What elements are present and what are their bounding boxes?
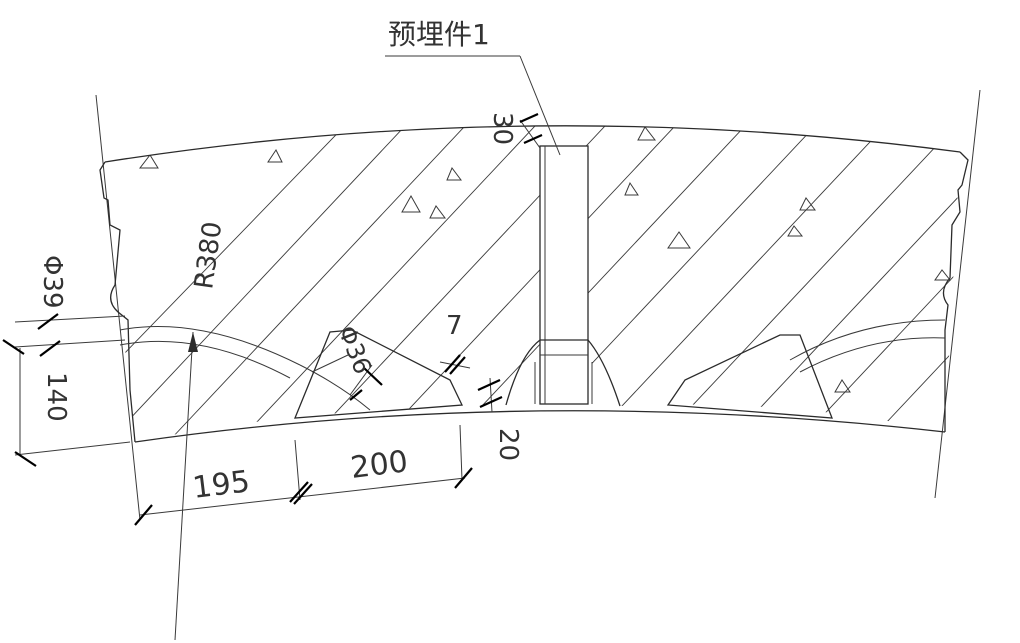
phi36-label: Φ36 — [332, 322, 376, 378]
right-bolt-pocket — [666, 334, 833, 419]
phi39-label: Φ39 — [37, 255, 67, 309]
dim-195-label: 195 — [191, 464, 252, 506]
dim-30-line — [519, 119, 541, 149]
right-boundary-line — [934, 89, 981, 499]
radius-leader-line — [174, 331, 194, 641]
embedded-part-cup — [505, 339, 621, 407]
dim-200-ext-right — [459, 424, 463, 481]
left-bolt-pocket — [294, 329, 463, 419]
dim-7-tick-a — [444, 354, 461, 373]
dim-7-line — [439, 361, 471, 369]
left-boundary-line — [95, 94, 141, 521]
phi39-ext-bottom — [14, 339, 126, 348]
phi36-tick-top — [363, 367, 383, 386]
dim-195-tick-right-a — [289, 481, 309, 503]
callout-leader-line — [519, 55, 561, 156]
dim-200-tick-right — [454, 467, 473, 489]
dim-200-label: 200 — [349, 444, 410, 486]
dim-140-ext-bottom — [14, 441, 131, 456]
phi39-ext-top — [14, 315, 126, 323]
radius-label: R380 — [189, 220, 228, 291]
segment-outer-edge — [104, 125, 961, 163]
right-bolt-arc-inner — [799, 337, 946, 373]
dim-195-tick-left — [134, 504, 153, 526]
dim-20-tick-top — [477, 378, 501, 392]
phi36-dim-line — [349, 364, 373, 396]
phi36-tick-bottom — [349, 389, 363, 401]
left-joint-face — [99, 161, 136, 443]
bolt-arc-outer — [119, 326, 301, 366]
left-pocket-inner-line — [311, 354, 349, 373]
dim-20-label: 20 — [493, 428, 523, 461]
dim-7-label: 7 — [446, 311, 463, 341]
dim-140-tick-bottom — [14, 451, 37, 467]
dim-7-tick-b — [449, 356, 466, 375]
dim-30-label: 30 — [487, 112, 517, 145]
dim-195-200-ext-mid — [294, 439, 301, 501]
phi39-tick-top — [37, 313, 59, 330]
bolt-arc-extension — [299, 364, 371, 411]
dim-195-200-line — [139, 477, 466, 516]
dim-195-tick-right-b — [293, 483, 313, 505]
radius-arrowhead — [188, 332, 198, 352]
dim-140-tick-top — [2, 339, 25, 355]
dim-140-label: 140 — [41, 372, 71, 422]
dim-30-tick-bottom — [523, 133, 543, 145]
segment-inner-edge — [134, 410, 946, 443]
embedded-part-1 — [539, 145, 589, 405]
section-hatching — [105, 125, 960, 441]
dim-30-tick-top — [519, 112, 539, 124]
bolt-arc-inner — [119, 340, 291, 379]
embedded-part-callout: 预埋件1 — [388, 18, 490, 51]
phi39-tick-bottom — [39, 340, 61, 357]
right-bolt-arc-outer — [789, 319, 946, 361]
dim-20-tick-bottom — [479, 395, 503, 409]
right-joint-face — [942, 151, 969, 432]
